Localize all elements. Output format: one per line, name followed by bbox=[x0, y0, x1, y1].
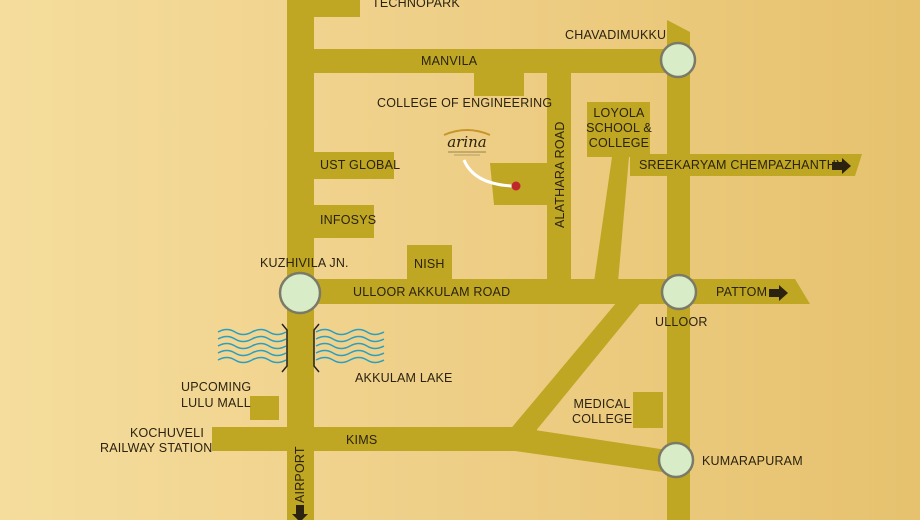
label-pattom: PATTOM bbox=[716, 285, 768, 299]
label-kumarapuram: KUMARAPURAM bbox=[702, 454, 803, 468]
akkulam-lake-icon bbox=[217, 328, 385, 364]
label-airport: AIRPORT bbox=[293, 446, 307, 503]
junctions bbox=[278, 41, 698, 479]
label-kochuveli-line1: KOCHUVELI bbox=[129, 426, 204, 440]
block-medical-college bbox=[633, 392, 663, 428]
label-kochuveli-line2: RAILWAY STATION bbox=[100, 441, 213, 455]
arrow-pattom-icon bbox=[769, 285, 788, 301]
road-kims bbox=[212, 427, 537, 451]
road-manvila bbox=[300, 49, 678, 73]
label-college-engineering: COLLEGE OF ENGINEERING bbox=[377, 96, 553, 110]
arina-logo: arina bbox=[438, 126, 498, 162]
junction-kumarapuram-icon bbox=[657, 441, 695, 479]
label-lulu-mall: UPCOMING LULU MALL bbox=[181, 380, 251, 411]
label-loyola: LOYOLA SCHOOL & COLLEGE bbox=[584, 106, 654, 151]
label-kuzhivila: KUZHIVILA JN. bbox=[260, 256, 349, 270]
label-infosys: INFOSYS bbox=[320, 213, 377, 227]
block-loyola bbox=[587, 102, 650, 157]
road-chavadimukku-kumarapuram bbox=[667, 20, 690, 520]
bridge-icon bbox=[281, 323, 320, 373]
site-pointer bbox=[462, 159, 513, 188]
label-alathara-road: ALATHARA ROAD bbox=[553, 121, 567, 228]
label-akkulam-lake: AKKULAM LAKE bbox=[355, 371, 453, 385]
logo-wordmark: arina bbox=[447, 133, 487, 151]
direction-arrows bbox=[292, 158, 851, 520]
label-sreekaryam: SREEKARYAM CHEMPAZHANTHY bbox=[639, 158, 845, 172]
block-infosys bbox=[314, 205, 374, 238]
block-nish bbox=[407, 245, 452, 281]
site-marker-icon bbox=[511, 181, 521, 191]
road-loyola-link bbox=[594, 157, 629, 282]
label-kims: KIMS bbox=[346, 433, 378, 447]
label-chavadimukku: CHAVADIMUKKU bbox=[565, 28, 667, 42]
label-ulloor-akkulam-road: ULLOOR AKKULAM ROAD bbox=[353, 285, 511, 299]
arina-logo-icon: arina bbox=[443, 129, 491, 156]
road-sreekaryam bbox=[630, 154, 862, 176]
road-alathara bbox=[547, 71, 571, 281]
road-diagonal-kims bbox=[503, 290, 651, 438]
block-college-engineering bbox=[474, 70, 524, 96]
label-loyola-line1: LOYOLA bbox=[593, 106, 645, 120]
arrow-airport-icon bbox=[292, 505, 308, 520]
label-technopark: TECHNOPARK bbox=[372, 0, 460, 10]
label-manvila: MANVILA bbox=[421, 54, 478, 68]
label-nish: NISH bbox=[414, 257, 445, 271]
label-lulu-line2: LULU MALL bbox=[181, 396, 251, 410]
label-medical-line2: COLLEGE bbox=[572, 412, 633, 426]
junction-ulloor-icon bbox=[660, 273, 698, 311]
road-technopark-stub bbox=[314, 0, 360, 17]
label-kochuveli: KOCHUVELI RAILWAY STATION bbox=[100, 426, 213, 456]
label-loyola-line3: COLLEGE bbox=[588, 136, 650, 150]
block-ust-global bbox=[314, 152, 394, 179]
label-lulu-line1: UPCOMING bbox=[181, 380, 252, 394]
label-medical-college: MEDICAL COLLEGE bbox=[572, 397, 632, 427]
label-ust-global: UST GLOBAL bbox=[320, 158, 401, 172]
block-lulu bbox=[250, 396, 279, 420]
junction-kuzhivila-icon bbox=[278, 271, 322, 315]
label-loyola-line2: SCHOOL & bbox=[586, 121, 652, 135]
label-ulloor: ULLOOR bbox=[655, 315, 708, 329]
road-kumarapuram bbox=[515, 427, 680, 474]
junction-chavadimukku-icon bbox=[659, 41, 697, 79]
arrow-sreekaryam-icon bbox=[832, 158, 851, 174]
label-medical-line1: MEDICAL bbox=[573, 397, 631, 411]
